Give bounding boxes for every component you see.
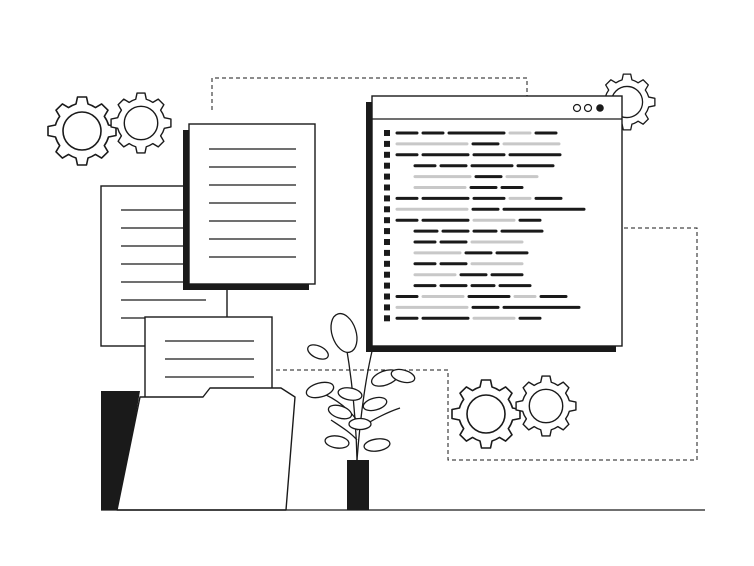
code-line-bullet	[384, 315, 390, 322]
code-line-bullet	[384, 260, 390, 267]
code-line-bullet	[384, 239, 390, 245]
window-control	[583, 103, 593, 113]
code-line-bullet	[384, 162, 390, 169]
plant-icon	[305, 307, 416, 510]
gear-icon	[515, 375, 577, 437]
code-line-bullet	[384, 173, 390, 180]
window-controls	[572, 103, 604, 113]
gear-icon	[47, 96, 117, 166]
code-line-bullet	[384, 304, 390, 311]
code-line-bullet	[384, 293, 390, 300]
code-line-bullet	[384, 140, 390, 147]
code-line-bullet	[384, 195, 390, 202]
code-line-bullet	[384, 151, 390, 158]
document-icon	[183, 123, 316, 290]
code-line-bullet	[384, 271, 390, 278]
code-line-bullet	[384, 217, 390, 224]
dashed-connectors	[211, 77, 698, 461]
code-lines	[384, 130, 586, 322]
gear-icon	[451, 379, 521, 449]
code-line-bullet	[384, 228, 390, 235]
code-line-bullet	[384, 282, 390, 289]
code-line-bullet	[384, 184, 390, 191]
window-control	[572, 103, 582, 113]
code-line-bullet	[384, 130, 390, 136]
window-control	[596, 104, 604, 112]
code-line-bullet	[384, 206, 390, 213]
code-line-bullet	[384, 249, 390, 256]
gear-icon	[110, 92, 172, 154]
folder-icon	[101, 316, 296, 511]
code-window-icon	[366, 95, 623, 352]
